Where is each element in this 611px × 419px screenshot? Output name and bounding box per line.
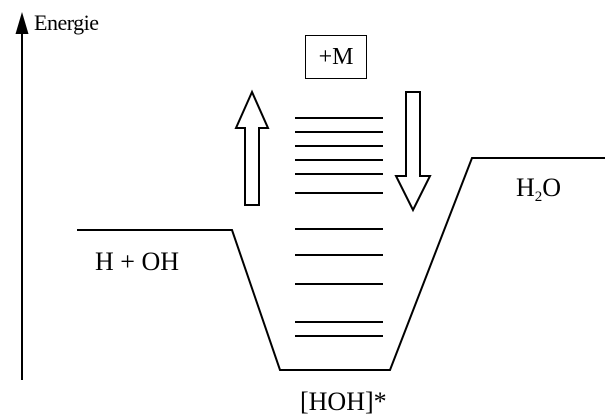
product-label-subscript: 2 [534, 189, 543, 205]
product-label: H2O [516, 175, 561, 205]
third-body-label: +M [318, 43, 354, 70]
product-label-tail: O [542, 173, 562, 202]
energy-axis-arrowhead [15, 12, 29, 34]
third-body-box: +M [305, 35, 367, 79]
deexcitation-down-arrow [394, 91, 432, 213]
energy-levels [295, 117, 383, 337]
excitation-up-arrow [234, 89, 270, 206]
product-label-main: H [516, 173, 535, 202]
potential-curve [77, 157, 605, 371]
energy-axis-label: Energie [34, 10, 99, 35]
complex-label: [HOH]* [300, 387, 387, 416]
reactants-label: H + OH [95, 247, 179, 276]
